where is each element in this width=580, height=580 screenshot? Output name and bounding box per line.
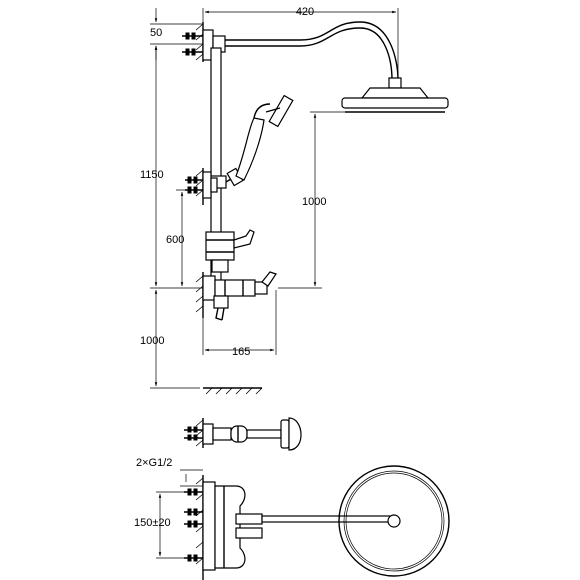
side-view-hand-shower bbox=[184, 417, 302, 451]
dim-label-top-width: 420 bbox=[296, 6, 314, 18]
diverter-valve bbox=[205, 229, 255, 273]
top-wall-bracket bbox=[182, 29, 226, 61]
dimension-420: 420 bbox=[202, 6, 399, 78]
shower-arm bbox=[225, 21, 399, 81]
dim-label-mixer-depth: 165 bbox=[232, 346, 250, 358]
dim-label-connection-size: 2×G1/2 bbox=[136, 457, 172, 469]
plan-view: 2×G1/2 150±20 bbox=[134, 457, 450, 580]
dim-label-head-height: 1000 bbox=[302, 196, 326, 208]
hand-shower bbox=[235, 94, 294, 181]
dim-label-centre-spacing: 150±20 bbox=[134, 517, 171, 529]
thermostatic-mixer bbox=[202, 271, 277, 321]
dimension-600: 600 bbox=[166, 189, 203, 287]
dim-label-floor-height: 1000 bbox=[140, 335, 164, 347]
floor-line bbox=[203, 387, 263, 395]
dimension-1150: 1150 bbox=[140, 45, 203, 289]
wall-hatch bbox=[195, 22, 204, 318]
dimension-centres: 150±20 bbox=[134, 491, 203, 559]
dimension-1000-floor: 1000 bbox=[140, 289, 200, 389]
dim-label-bracket-height: 600 bbox=[166, 234, 184, 246]
dim-label-bar-height: 1150 bbox=[140, 169, 164, 181]
front-elevation-view: 420 50 1150 1000 600 bbox=[140, 6, 449, 395]
dim-label-wall-offset: 50 bbox=[150, 27, 162, 39]
dimension-1000-head: 1000 bbox=[278, 111, 345, 289]
shower-head-top-view bbox=[338, 465, 450, 577]
shower-head bbox=[341, 77, 449, 113]
dimension-165: 165 bbox=[202, 290, 277, 358]
dimension-connection: 2×G1/2 bbox=[136, 457, 203, 487]
